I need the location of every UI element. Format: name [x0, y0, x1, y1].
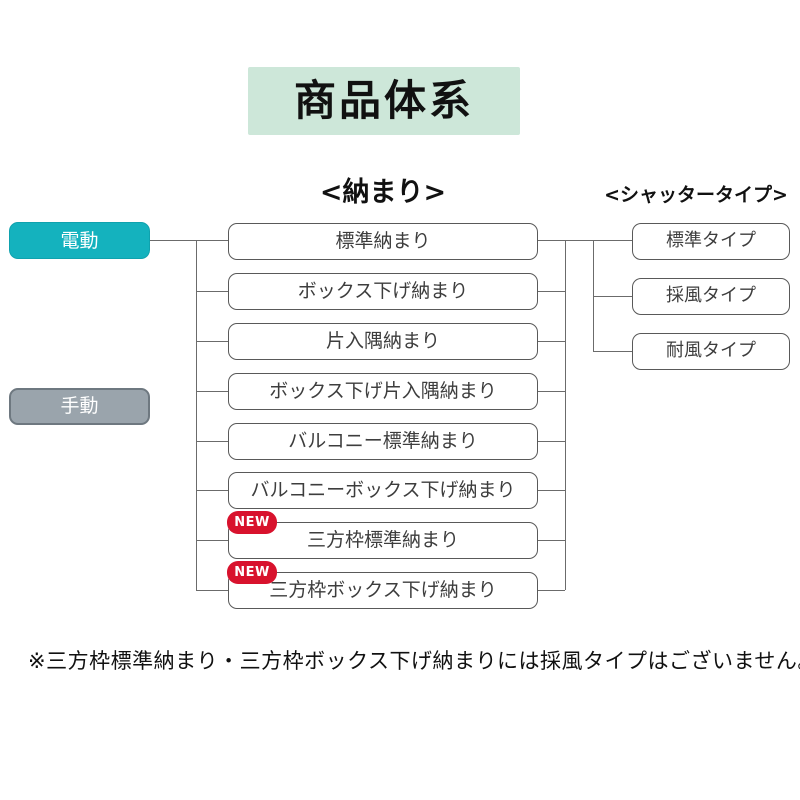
connector-line: [150, 240, 228, 241]
node-drive-manual: 手動: [9, 388, 150, 425]
new-badge: NEW: [227, 511, 277, 534]
connector-line: [196, 240, 197, 590]
connector-line: [537, 590, 565, 591]
node-nakamari-6: バルコニーボックス下げ納まり: [228, 472, 538, 509]
connector-line: [196, 341, 228, 342]
connector-line: [537, 540, 565, 541]
new-badge: NEW: [227, 561, 277, 584]
node-nakamari-8: 三方枠ボックス下げ納まり: [228, 572, 538, 609]
connector-line: [537, 490, 565, 491]
connector-line: [196, 291, 228, 292]
connector-line: [593, 296, 632, 297]
connector-line: [537, 391, 565, 392]
connector-line: [593, 240, 594, 351]
node-nakamari-5: バルコニー標準納まり: [228, 423, 538, 460]
connector-line: [537, 240, 632, 241]
connector-line: [537, 291, 565, 292]
node-shutter-windresistant: 耐風タイプ: [632, 333, 790, 370]
page-title: 商品体系: [248, 67, 520, 135]
connector-line: [196, 441, 228, 442]
node-nakamari-2: ボックス下げ納まり: [228, 273, 538, 310]
node-shutter-ventilation: 採風タイプ: [632, 278, 790, 315]
connector-line: [196, 391, 228, 392]
node-drive-electric: 電動: [9, 222, 150, 259]
column-header-nakamari: <納まり>: [319, 177, 447, 208]
node-shutter-standard: 標準タイプ: [632, 223, 790, 260]
connector-line: [196, 590, 228, 591]
connector-line: [537, 441, 565, 442]
node-nakamari-7: 三方枠標準納まり: [228, 522, 538, 559]
node-nakamari-1: 標準納まり: [228, 223, 538, 260]
connector-line: [537, 341, 565, 342]
node-nakamari-4: ボックス下げ片入隅納まり: [228, 373, 538, 410]
connector-line: [565, 240, 566, 590]
column-header-shutter-type: <シャッタータイプ>: [604, 184, 788, 206]
connector-line: [593, 351, 632, 352]
connector-line: [196, 540, 228, 541]
footnote: ※三方枠標準納まり・三方枠ボックス下げ納まりには採風タイプはございません。: [28, 649, 800, 673]
node-nakamari-3: 片入隅納まり: [228, 323, 538, 360]
connector-line: [196, 490, 228, 491]
